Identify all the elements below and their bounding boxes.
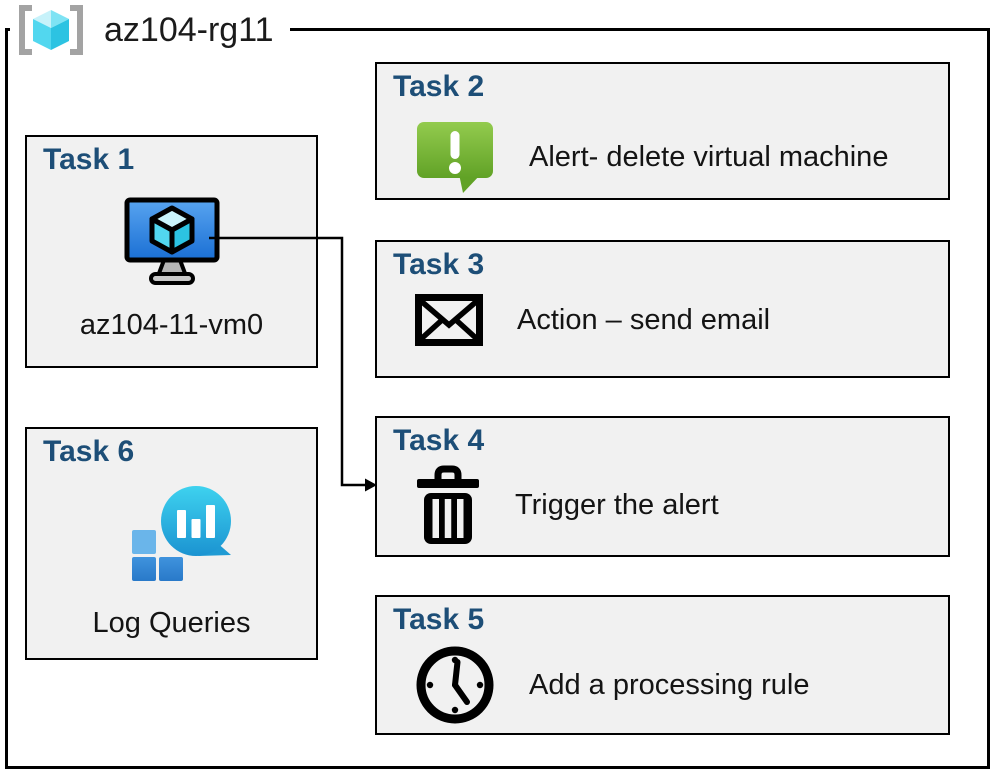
task5-title: Task 5 [393, 603, 485, 636]
email-envelope-icon [415, 294, 483, 346]
task4-box: Task 4 Trigger the alert [375, 416, 950, 557]
task6-title: Task 6 [43, 435, 135, 468]
task3-label: Action – send email [517, 303, 771, 336]
task1-title: Task 1 [43, 143, 135, 176]
clock-icon [415, 645, 495, 725]
task6-label: Log Queries [92, 607, 251, 639]
task5-box: Task 5 Add a processing rule [375, 595, 950, 735]
task2-title: Task 2 [393, 70, 485, 103]
task4-title: Task 4 [393, 424, 485, 457]
virtual-machine-icon [124, 197, 220, 285]
alert-message-icon [415, 118, 495, 196]
task1-label: az104-11-vm0 [79, 309, 264, 341]
task5-label: Add a processing rule [529, 668, 810, 701]
resource-group-label: az104-rg11 [10, 4, 290, 56]
task3-title: Task 3 [393, 248, 485, 281]
task3-box: Task 3 Action – send email [375, 240, 950, 378]
task1-box: Task 1 [25, 135, 318, 368]
resource-group-icon [14, 4, 88, 56]
task6-box: Task 6 [25, 427, 318, 660]
trash-can-icon [415, 464, 481, 546]
resource-group-name: az104-rg11 [104, 10, 274, 49]
log-analytics-icon [130, 483, 236, 583]
task4-label: Trigger the alert [515, 488, 719, 521]
task2-label: Alert- delete virtual machine [529, 140, 889, 173]
task2-box: Task 2 Alert- delete virtual machine [375, 62, 950, 200]
